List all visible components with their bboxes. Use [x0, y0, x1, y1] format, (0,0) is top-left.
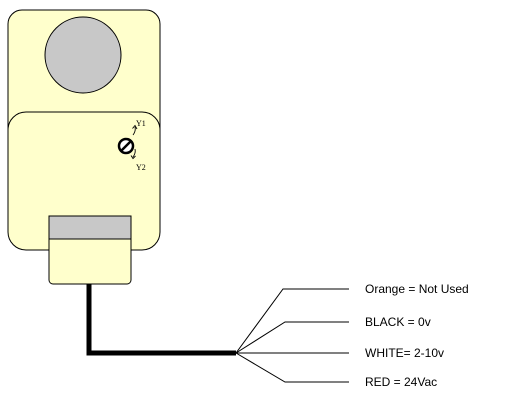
wire-orange: [235, 288, 349, 354]
rotary-switch-slot: [120, 140, 132, 152]
wire-label-orange: Orange = Not Used: [365, 282, 469, 296]
wire-black: [235, 321, 349, 354]
rotary-selector-switch[interactable]: [117, 137, 135, 155]
wire-label-white: WHITE= 2-10v: [365, 346, 444, 360]
rotate-up-arrowhead-icon: [132, 124, 138, 130]
wire-label-red: RED = 24Vac: [365, 375, 437, 389]
sensor-window: [44, 16, 122, 94]
rotate-down-arrow-icon: [132, 148, 136, 158]
wire-red: [235, 352, 349, 383]
wire-label-black: BLACK = 0v: [365, 315, 431, 329]
connector-gland-band: [48, 215, 132, 240]
main-cable: [86, 284, 236, 356]
rotate-down-arrowhead-icon: [130, 155, 136, 160]
switch-label-y2: Y2: [136, 163, 146, 172]
switch-label-y1: Y1: [136, 119, 146, 128]
rotate-up-arrow-icon: [132, 126, 136, 136]
